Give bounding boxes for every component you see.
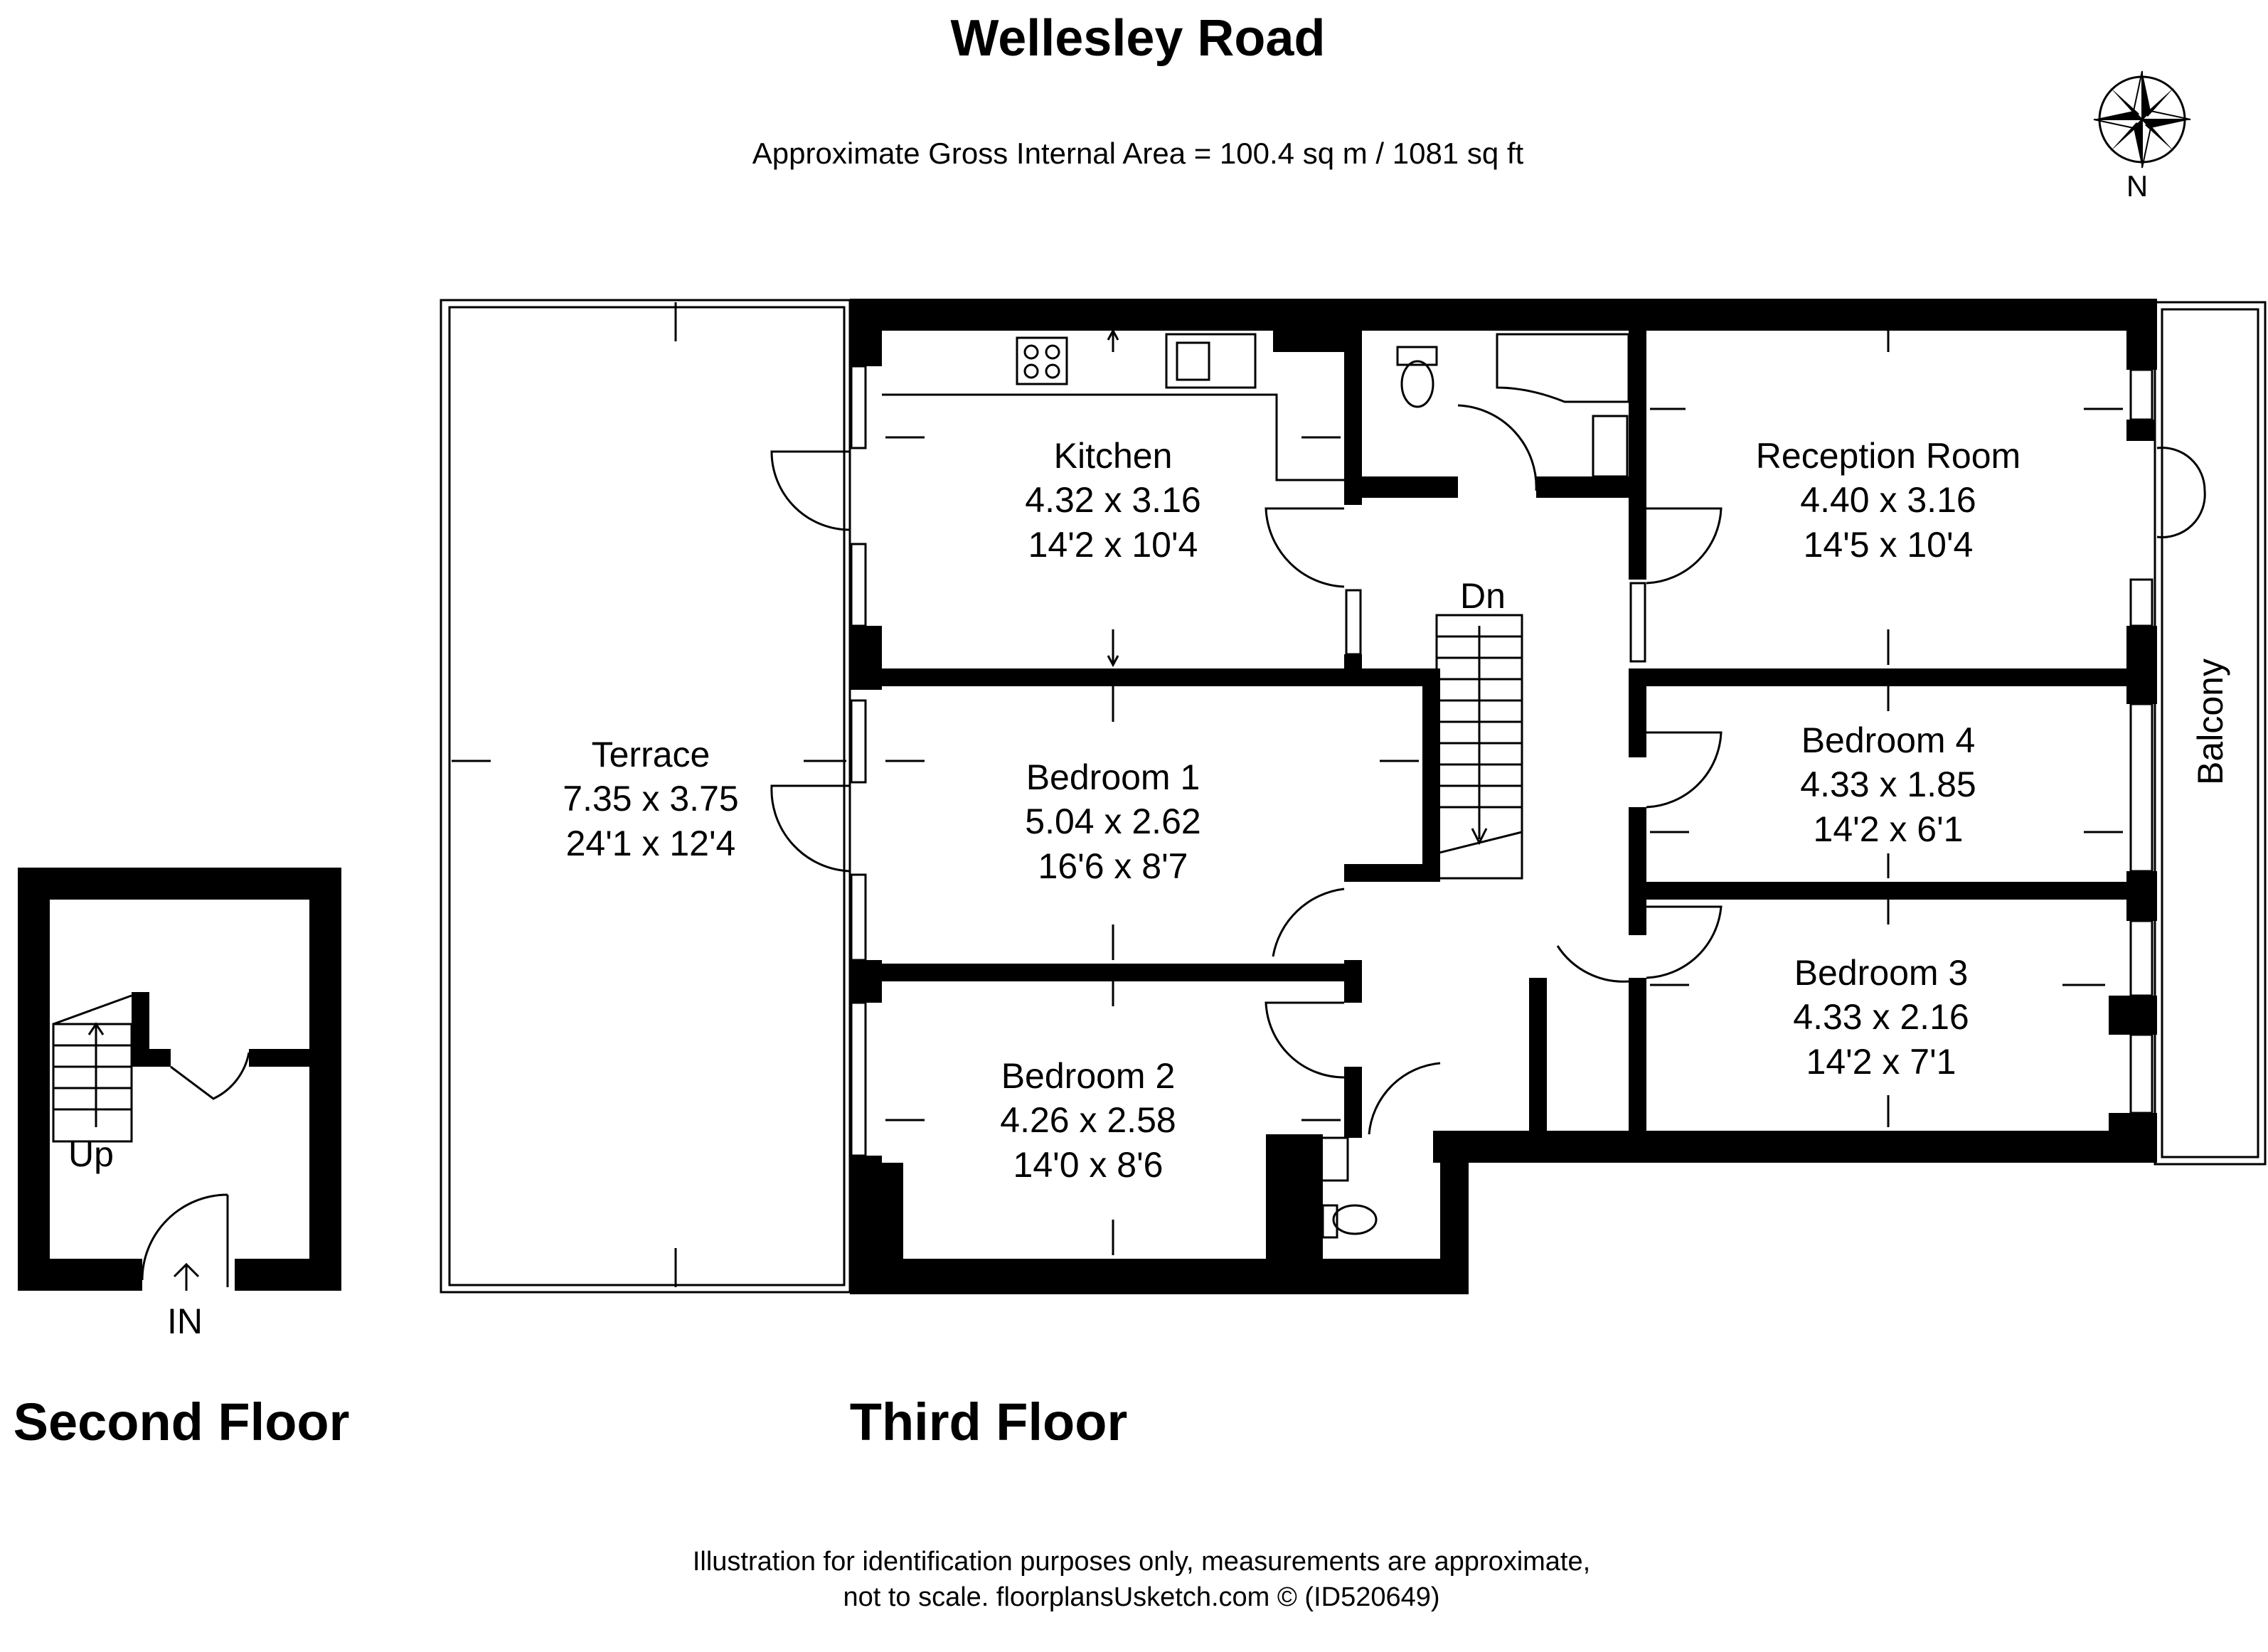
bedroom3-imperial: 14'2 x 7'1 [1806,1042,1956,1082]
wc-basin-icon [1318,1136,1349,1182]
reception-name: Reception Room [1756,436,2021,476]
bedroom3-metric: 4.33 x 2.16 [1793,997,1969,1037]
reception-imperial: 14'5 x 10'4 [1804,525,1974,565]
bedroom4-name: Bedroom 4 [1801,720,1976,760]
second-floor-label: Second Floor [14,1392,350,1451]
plan-title: Wellesley Road [951,10,1326,67]
balcony-label: Balcony [2190,659,2230,785]
room-bedroom-3: Bedroom 3 4.33 x 2.16 14'2 x 7'1 [1793,953,1969,1082]
room-bedroom-2: Bedroom 2 4.26 x 2.58 14'0 x 8'6 [1000,1056,1176,1185]
entrance-arrow-icon [173,1262,200,1291]
room-bedroom-4: Bedroom 4 4.33 x 1.85 14'2 x 6'1 [1800,720,1976,849]
gross-area: Approximate Gross Internal Area = 100.4 … [752,137,1524,170]
bath-icon [1496,333,1630,403]
hob-icon [1016,336,1068,385]
second-floor-walls [18,868,341,1291]
bedroom1-imperial: 16'6 x 8'7 [1038,846,1188,886]
bedroom1-metric: 5.04 x 2.62 [1025,801,1200,841]
windows [850,365,2153,1157]
balcony [2153,301,2267,1166]
reception-metric: 4.40 x 3.16 [1800,480,1976,520]
terrace-imperial: 24'1 x 12'4 [566,824,736,863]
bedroom2-name: Bedroom 2 [1001,1056,1176,1096]
stairs-down-label: Dn [1460,576,1506,616]
bedroom1-name: Bedroom 1 [1026,757,1200,797]
terrace-name: Terrace [592,735,710,774]
bedroom3-name: Bedroom 3 [1794,953,1969,993]
stairs-down [1435,614,1523,880]
room-reception: Reception Room 4.40 x 3.16 14'5 x 10'4 [1756,436,2021,565]
compass-north-label: N [2126,169,2148,203]
room-kitchen: Kitchen 4.32 x 3.16 14'2 x 10'4 [1025,436,1200,565]
stairs-up-label: Up [68,1134,114,1174]
dimension-arrows [452,302,2123,1287]
toilet-icon [1400,360,1434,408]
bedroom2-imperial: 14'0 x 8'6 [1013,1145,1164,1185]
kitchen-metric: 4.32 x 3.16 [1025,480,1200,520]
room-terrace: Terrace 7.35 x 3.75 24'1 x 12'4 [563,735,738,863]
third-floor-walls [850,299,2157,1294]
entrance-label: IN [167,1301,203,1341]
bathroom-fixtures [1318,333,1630,1239]
bedroom4-imperial: 14'2 x 6'1 [1814,809,1964,849]
second-floor-stairs [52,994,250,1287]
kitchen-imperial: 14'2 x 10'4 [1028,525,1198,565]
terrace-metric: 7.35 x 3.75 [563,779,738,819]
compass-icon [2093,70,2191,169]
sink-icon [1165,333,1257,389]
doors [770,404,2206,1135]
wc-toilet-icon [1332,1204,1378,1235]
kitchen-name: Kitchen [1054,436,1173,476]
bedroom2-metric: 4.26 x 2.58 [1000,1100,1176,1140]
bedroom4-metric: 4.33 x 1.85 [1800,764,1976,804]
disclaimer-line-2: not to scale. floorplansUsketch.com © (I… [843,1582,1439,1612]
kitchen-worktop [882,333,1344,481]
basin-icon [1592,415,1629,478]
third-floor-label: Third Floor [850,1392,1128,1451]
toilet-cistern-icon [1396,346,1438,366]
terrace [440,299,851,1294]
disclaimer-line-1: Illustration for identification purposes… [693,1547,1590,1577]
room-bedroom-1: Bedroom 1 5.04 x 2.62 16'6 x 8'7 [1025,757,1200,886]
